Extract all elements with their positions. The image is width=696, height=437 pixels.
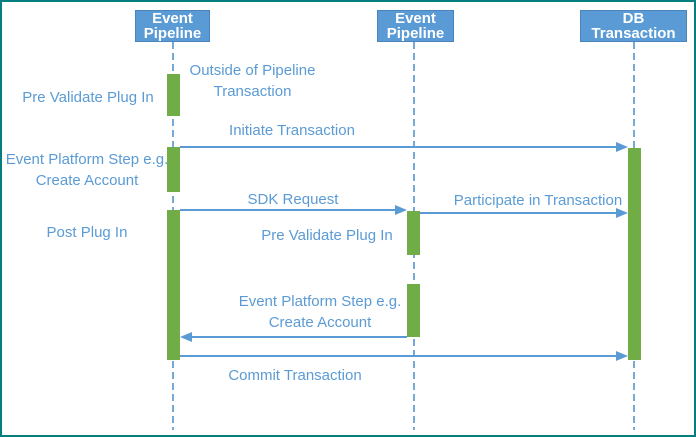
label-event-platform-step: Event Platform Step e.g. Create Account [5,151,169,189]
label-mid-event-platform-step: Event Platform Step e.g. Create Account [238,293,402,331]
label-post-plug-in: Post Plug In [46,224,128,241]
actor-db-transaction: DB Transaction [580,10,687,42]
arrow-line-return-to-pipeline1 [192,336,407,338]
activation-bar-event-platform-step [167,147,180,192]
label-commit-transaction: Commit Transaction [228,367,362,384]
actor-event-pipeline-2: Event Pipeline [377,10,454,42]
arrowhead-commit-transaction [616,351,628,361]
activation-bar-db-transaction [628,148,641,360]
label-mid-pre-validate-plug-in: Pre Validate Plug In [261,227,393,244]
activation-bar-pipeline2-pre-validate [407,211,420,255]
activation-bar-post-plug-in [167,210,180,360]
label-participate-in-transaction: Participate in Transaction [453,192,623,209]
arrowhead-participate-transaction [616,208,628,218]
actor-event-pipeline-1: Event Pipeline [135,10,210,42]
label-sdk-request: SDK Request [247,191,339,208]
arrow-line-initiate-transaction [180,146,616,148]
arrow-line-commit-transaction [180,355,616,357]
activation-bar-pre-validate [167,74,180,116]
arrow-line-sdk-request [180,209,395,211]
arrowhead-sdk-request [395,205,407,215]
label-pre-validate-plug-in: Pre Validate Plug In [22,89,154,106]
arrow-line-participate-transaction [420,212,616,214]
label-initiate-transaction: Initiate Transaction [229,122,355,139]
label-outside-of-pipeline-transaction: Outside of Pipeline Transaction [189,62,316,100]
arrowhead-return-to-pipeline1 [180,332,192,342]
arrowhead-initiate-transaction [616,142,628,152]
activation-bar-pipeline2-event-platform [407,284,420,337]
